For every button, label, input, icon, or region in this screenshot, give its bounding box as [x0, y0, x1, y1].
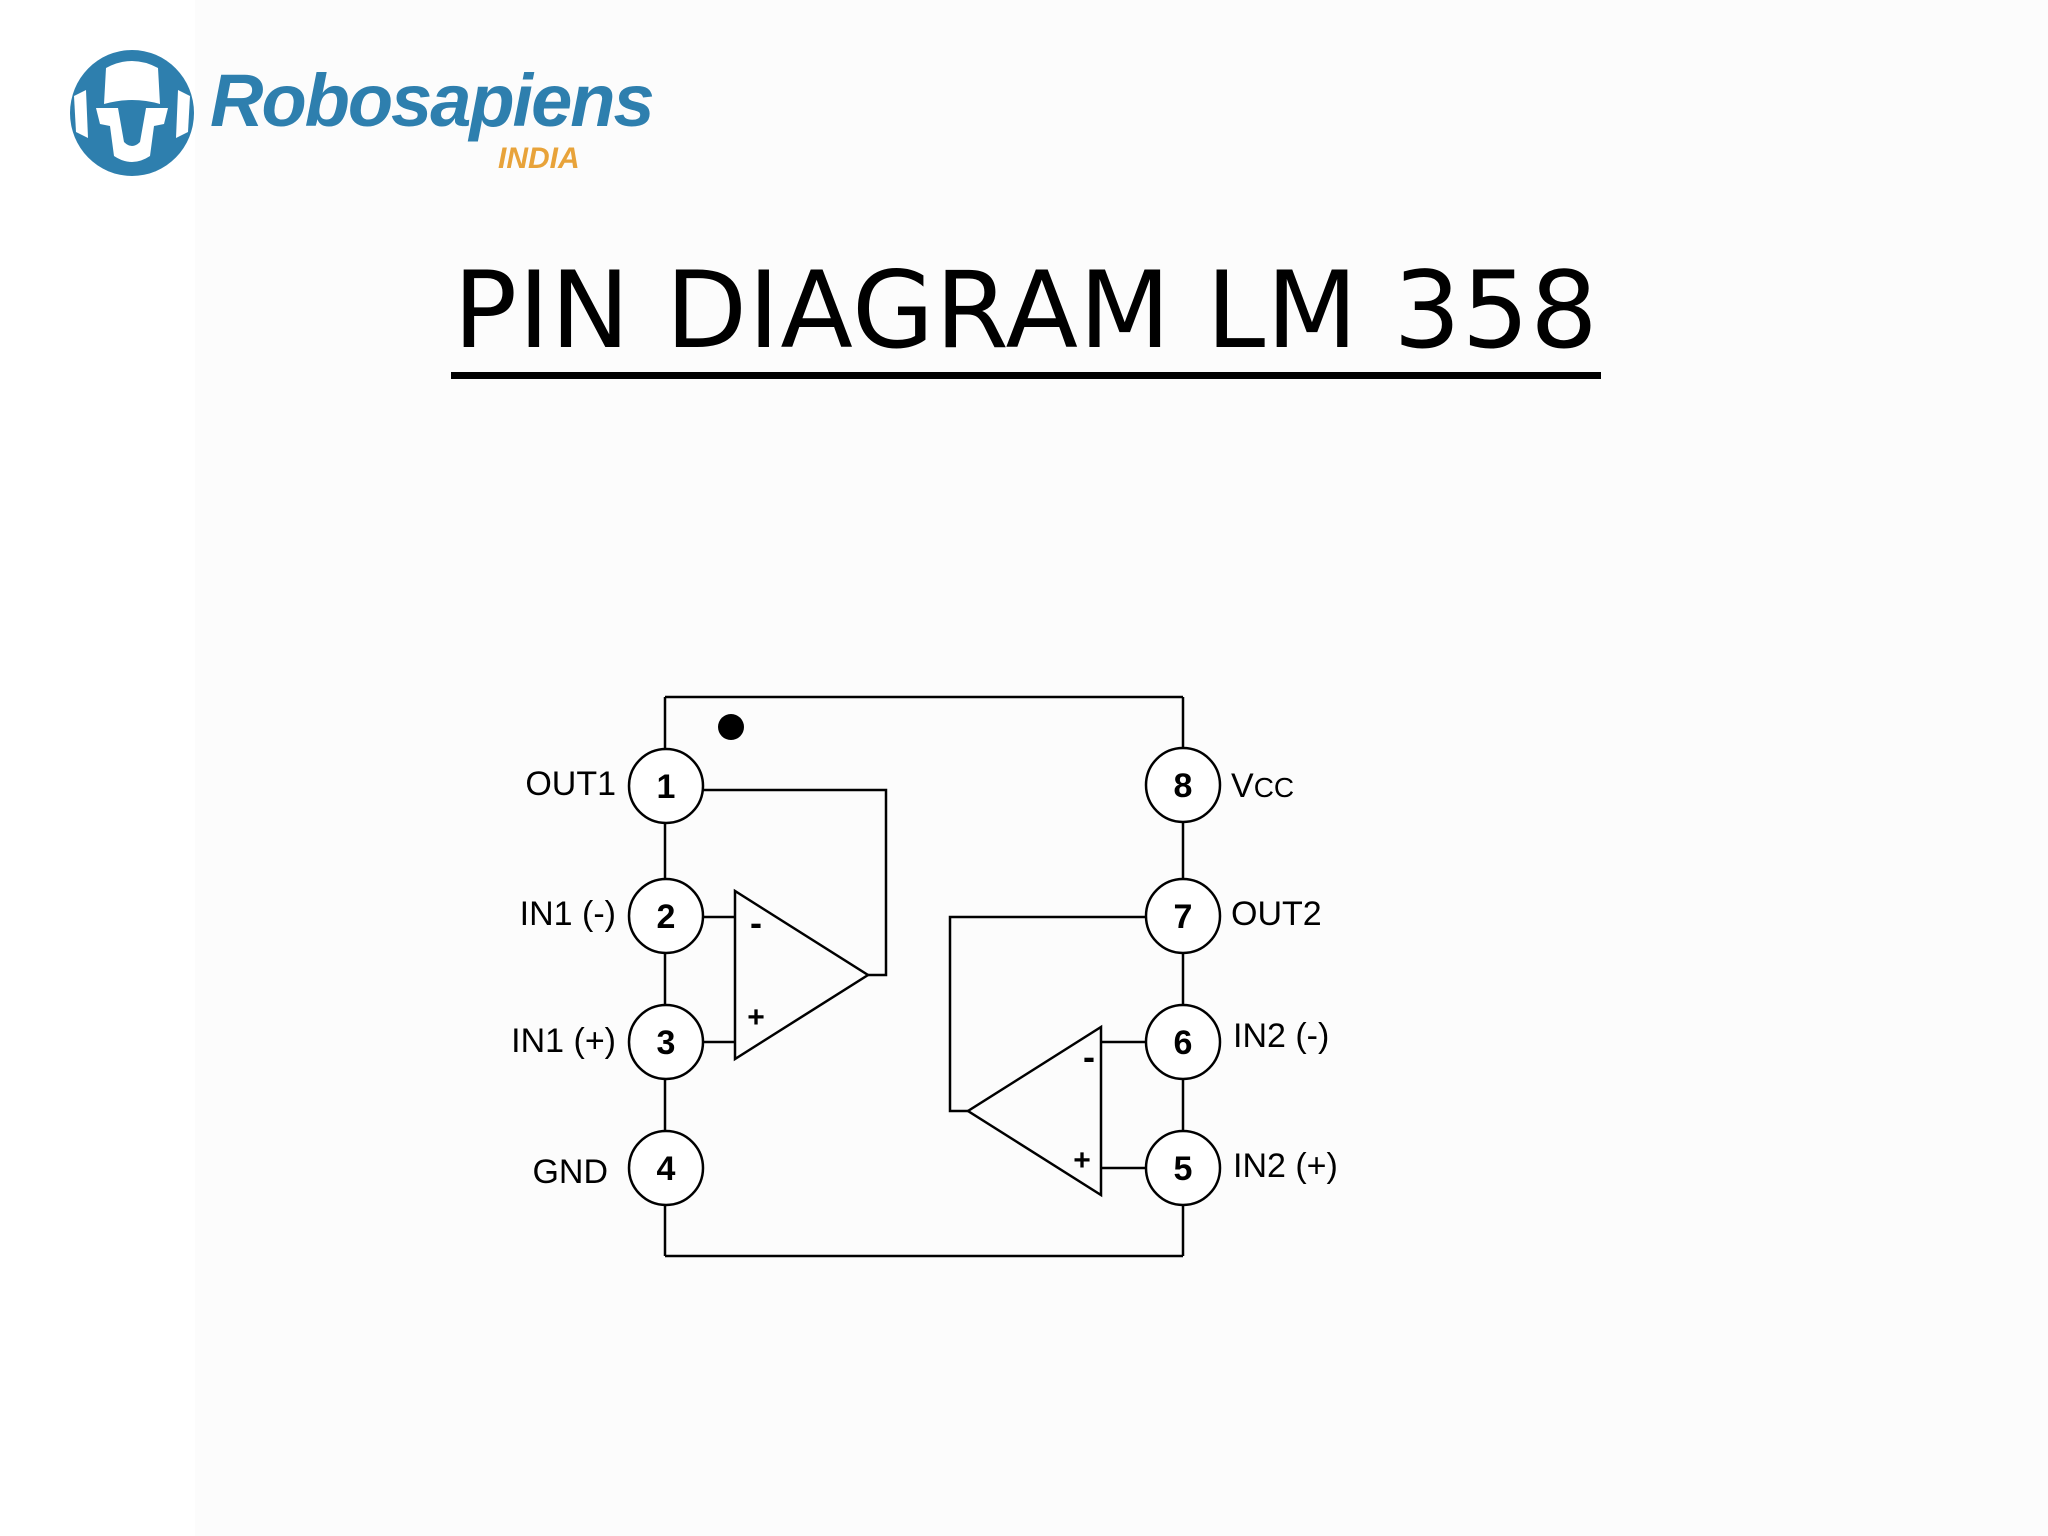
pin-7-label: OUT2: [1231, 895, 1322, 933]
opamp1-plus-sign: +: [747, 1001, 765, 1034]
slide-panel: [195, 0, 2048, 1536]
brand-tagline: INDIA: [498, 142, 580, 175]
pin-3-number: 3: [657, 1024, 676, 1062]
pin-4-label: GND: [532, 1153, 608, 1191]
pin-7-number: 7: [1174, 898, 1193, 936]
pin-8-label: VCC: [1231, 767, 1294, 805]
pin-6-circle: [1144, 1003, 1222, 1081]
pin-2-label: IN1 (-): [520, 895, 616, 933]
lm358-pin-diagram: 1 2 3 4 8 7 6 5 OUT1 IN1 (-) IN1 (+) GND…: [511, 695, 1338, 1258]
pin-5-label: IN2 (+): [1233, 1147, 1338, 1185]
pin-3-label: IN1 (+): [511, 1022, 616, 1060]
opamp1-triangle: [733, 888, 871, 1062]
pin1-indicator-dot: [718, 714, 744, 740]
pin-8-circle: [1144, 746, 1222, 824]
opamp1-output-feedback-wire: [703, 788, 888, 977]
pin-2-circle: [627, 877, 705, 955]
pin-1-circle: [627, 747, 705, 825]
pin-8-label-main: V: [1231, 767, 1254, 805]
pin-8-label-sub: CC: [1254, 772, 1294, 803]
pin-7-circle: [1144, 877, 1222, 955]
pin-6-number: 6: [1174, 1024, 1193, 1062]
robot-helmet-icon: [70, 50, 194, 176]
pin-5-circle: [1144, 1129, 1222, 1207]
pin-2-number: 2: [657, 898, 676, 936]
pin-4-circle: [627, 1129, 705, 1207]
opamp2-plus-sign: +: [1073, 1144, 1091, 1177]
opamp2-output-feedback-wire: [948, 915, 1145, 1113]
pin-6-label: IN2 (-): [1233, 1017, 1329, 1055]
pin-3-circle: [627, 1003, 705, 1081]
robosapiens-logo: Robosapiens INDIA: [70, 50, 655, 176]
pin-5-number: 5: [1174, 1150, 1193, 1188]
opamp1-minus-sign: -: [750, 902, 762, 943]
page-title: PIN DIAGRAM LM 358: [0, 258, 2048, 379]
page-title-text: PIN DIAGRAM LM 358: [451, 258, 1601, 379]
pin-1-label: OUT1: [525, 765, 616, 803]
opamp2-minus-sign: -: [1083, 1036, 1095, 1077]
pin-1-number: 1: [657, 768, 676, 806]
brand-name: Robosapiens: [210, 59, 653, 142]
opamp2-triangle: [965, 1024, 1103, 1198]
pin-4-number: 4: [657, 1150, 676, 1188]
pin-8-number: 8: [1174, 767, 1193, 805]
